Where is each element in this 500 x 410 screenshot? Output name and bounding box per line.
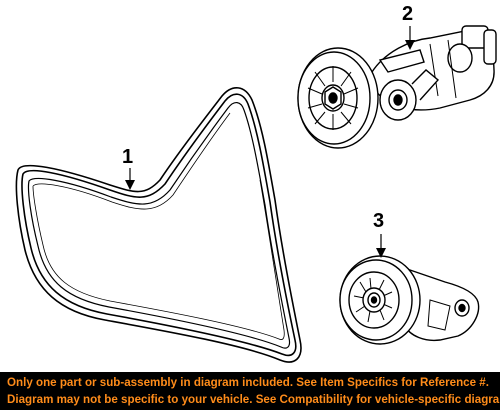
callout-1-leader <box>125 168 135 190</box>
callout-2-leader <box>405 26 415 50</box>
callout-2-label: 2 <box>402 3 414 25</box>
parts-diagram <box>15 25 497 363</box>
callout-1-label: 1 <box>122 146 134 168</box>
idler-pulley <box>339 255 480 345</box>
disclaimer-banner: Only one part or sub-assembly in diagram… <box>0 372 500 410</box>
callout-3-label: 3 <box>373 210 385 232</box>
disclaimer-line-1: Only one part or sub-assembly in diagram… <box>7 376 489 389</box>
callout-3-leader <box>376 234 386 258</box>
belt-tensioner <box>297 25 497 149</box>
disclaimer-line-2: Diagram may not be specific to your vehi… <box>7 393 500 406</box>
serpentine-belt <box>15 87 302 363</box>
